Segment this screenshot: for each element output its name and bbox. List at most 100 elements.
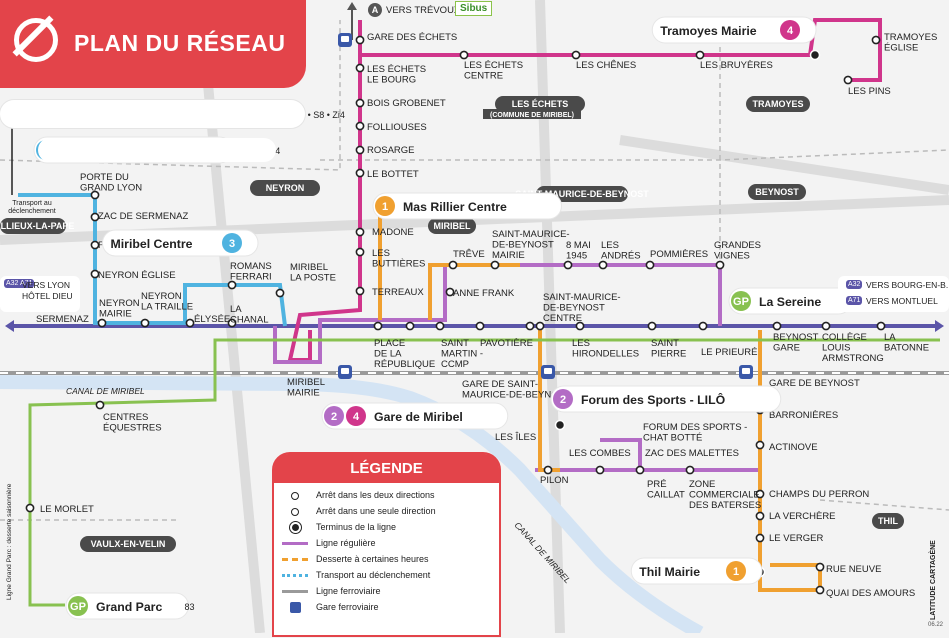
hub-grand-parc[interactable]: GP Grand Parc 83 xyxy=(65,592,195,620)
svg-text:(COMMUNE DE MIRIBEL): (COMMUNE DE MIRIBEL) xyxy=(490,112,574,119)
callout-rillieux-semailles xyxy=(38,138,276,162)
hub-tramoyes-mairie[interactable]: 4 Tramoyes Mairie xyxy=(651,16,817,44)
station-label-bois-grobenet: BOIS GROBENET xyxy=(367,98,446,109)
station-label-le-prieure: LE PRIEURÉ xyxy=(701,347,758,358)
legend-item: Ligne régulière xyxy=(280,535,493,551)
station-label-pilon: PILON xyxy=(540,475,569,486)
svg-text:4: 4 xyxy=(353,411,360,423)
arrow-to-trevoux xyxy=(347,2,357,40)
stop-marker xyxy=(95,400,105,410)
top-link-text: VERS TRÉVOUX xyxy=(386,5,461,16)
legend-item-label: Ligne régulière xyxy=(316,538,376,548)
stop-marker xyxy=(871,35,881,45)
stop-marker xyxy=(755,440,765,450)
svg-text:LES ÉCHETS: LES ÉCHETS xyxy=(512,99,569,109)
svg-text:GP: GP xyxy=(70,601,86,613)
stop-marker xyxy=(645,260,655,270)
stop-marker xyxy=(821,321,831,331)
svg-text:TRAMOYES: TRAMOYES xyxy=(752,99,803,109)
station-label-forum-des-sports-chat-botte: FORUM DES SPORTS -CHAT BOTTÉ xyxy=(643,422,747,444)
hub-name: Tramoyes Mairie xyxy=(660,24,757,38)
publisher-credit: LATITUDE CARTAGÈNE 06.22 xyxy=(928,540,946,628)
station-label-terreaux: TERREAUX xyxy=(372,287,424,298)
terminus-marker xyxy=(809,49,821,61)
area-tag-beynost: BEYNOST xyxy=(748,184,806,200)
station-label-neyron-eglise: NEYRON ÉGLISE xyxy=(98,270,176,281)
hub-name: Mas Rillier Centre xyxy=(403,200,507,214)
stop-marker xyxy=(448,260,458,270)
stop-marker xyxy=(355,247,365,257)
legend-item-label: Gare ferroviaire xyxy=(316,602,379,612)
stop-marker xyxy=(25,503,35,513)
line-2-icon xyxy=(553,389,573,409)
station-label-la-verchere: LA VERCHÈRE xyxy=(769,511,836,522)
stop-marker xyxy=(355,98,365,108)
stop-marker xyxy=(876,321,886,331)
legend-item: Arrêt dans une seule direction xyxy=(280,503,493,519)
stop-marker xyxy=(698,321,708,331)
legend-item-label: Arrêt dans une seule direction xyxy=(316,506,436,516)
svg-text:4: 4 xyxy=(787,25,794,37)
stop-marker xyxy=(90,190,100,200)
area-tag-neyron: NEYRON xyxy=(250,180,320,196)
area-tag-les-echets: LES ÉCHETS xyxy=(495,96,585,112)
area-tag-rillieux-la-pape: RILLIEUX-LA-PAPE xyxy=(0,218,74,234)
stop-marker xyxy=(575,321,585,331)
station-label-les-bruyeres: LES BRUYÈRES xyxy=(700,60,773,71)
title-panel: PLAN DU RÉSEAU xyxy=(0,0,306,88)
hub-connections: 83 xyxy=(185,602,195,612)
line-3-icon xyxy=(222,233,242,253)
area-tag-tramoyes: TRAMOYES xyxy=(746,96,810,112)
peak-service-icon xyxy=(280,554,310,564)
area-tag-thil: THIL xyxy=(872,513,904,529)
grand-parc-note: Ligne Grand Parc : desserte saisonnière xyxy=(6,483,13,600)
svg-text:1: 1 xyxy=(733,566,739,578)
svg-text:MIRIBEL: MIRIBEL xyxy=(434,221,472,231)
train-station-icon xyxy=(338,365,352,379)
station-label-anne-frank: ANNE FRANK xyxy=(453,288,515,299)
legend-title: LÉGENDE xyxy=(274,454,499,483)
stop-marker xyxy=(355,121,365,131)
stop-marker xyxy=(97,318,107,328)
station-label-treve: TRÊVE xyxy=(453,249,485,260)
stop-marker xyxy=(435,321,445,331)
on-demand-note: Transport au déclenchement xyxy=(8,200,56,215)
svg-text:2: 2 xyxy=(560,394,566,406)
station-label-zac-des-malettes: ZAC DES MALETTES xyxy=(645,448,739,459)
direction-east-text: VERS MONTLUEL xyxy=(866,296,938,306)
station-label-le-verger: LE VERGER xyxy=(769,533,824,544)
regular-line-icon xyxy=(280,538,310,548)
legend-item: Gare ferroviaire xyxy=(280,599,493,615)
stop-marker xyxy=(647,321,657,331)
stop-marker xyxy=(543,465,553,475)
svg-text:BEYNOST: BEYNOST xyxy=(755,187,799,197)
hub-name: Grand Parc xyxy=(96,600,162,614)
hub-name: La Sereine xyxy=(759,295,821,309)
stop-marker xyxy=(755,489,765,499)
canal-label-west: CANAL DE MIRIBEL xyxy=(66,386,145,396)
direction-east-code: A71 xyxy=(846,296,863,305)
direction-east-text: VERS BOURG-EN-B. xyxy=(866,280,949,290)
station-label-madone: MADONE xyxy=(372,227,414,238)
line-gp-route xyxy=(28,338,940,607)
train-station-icon xyxy=(280,601,310,613)
